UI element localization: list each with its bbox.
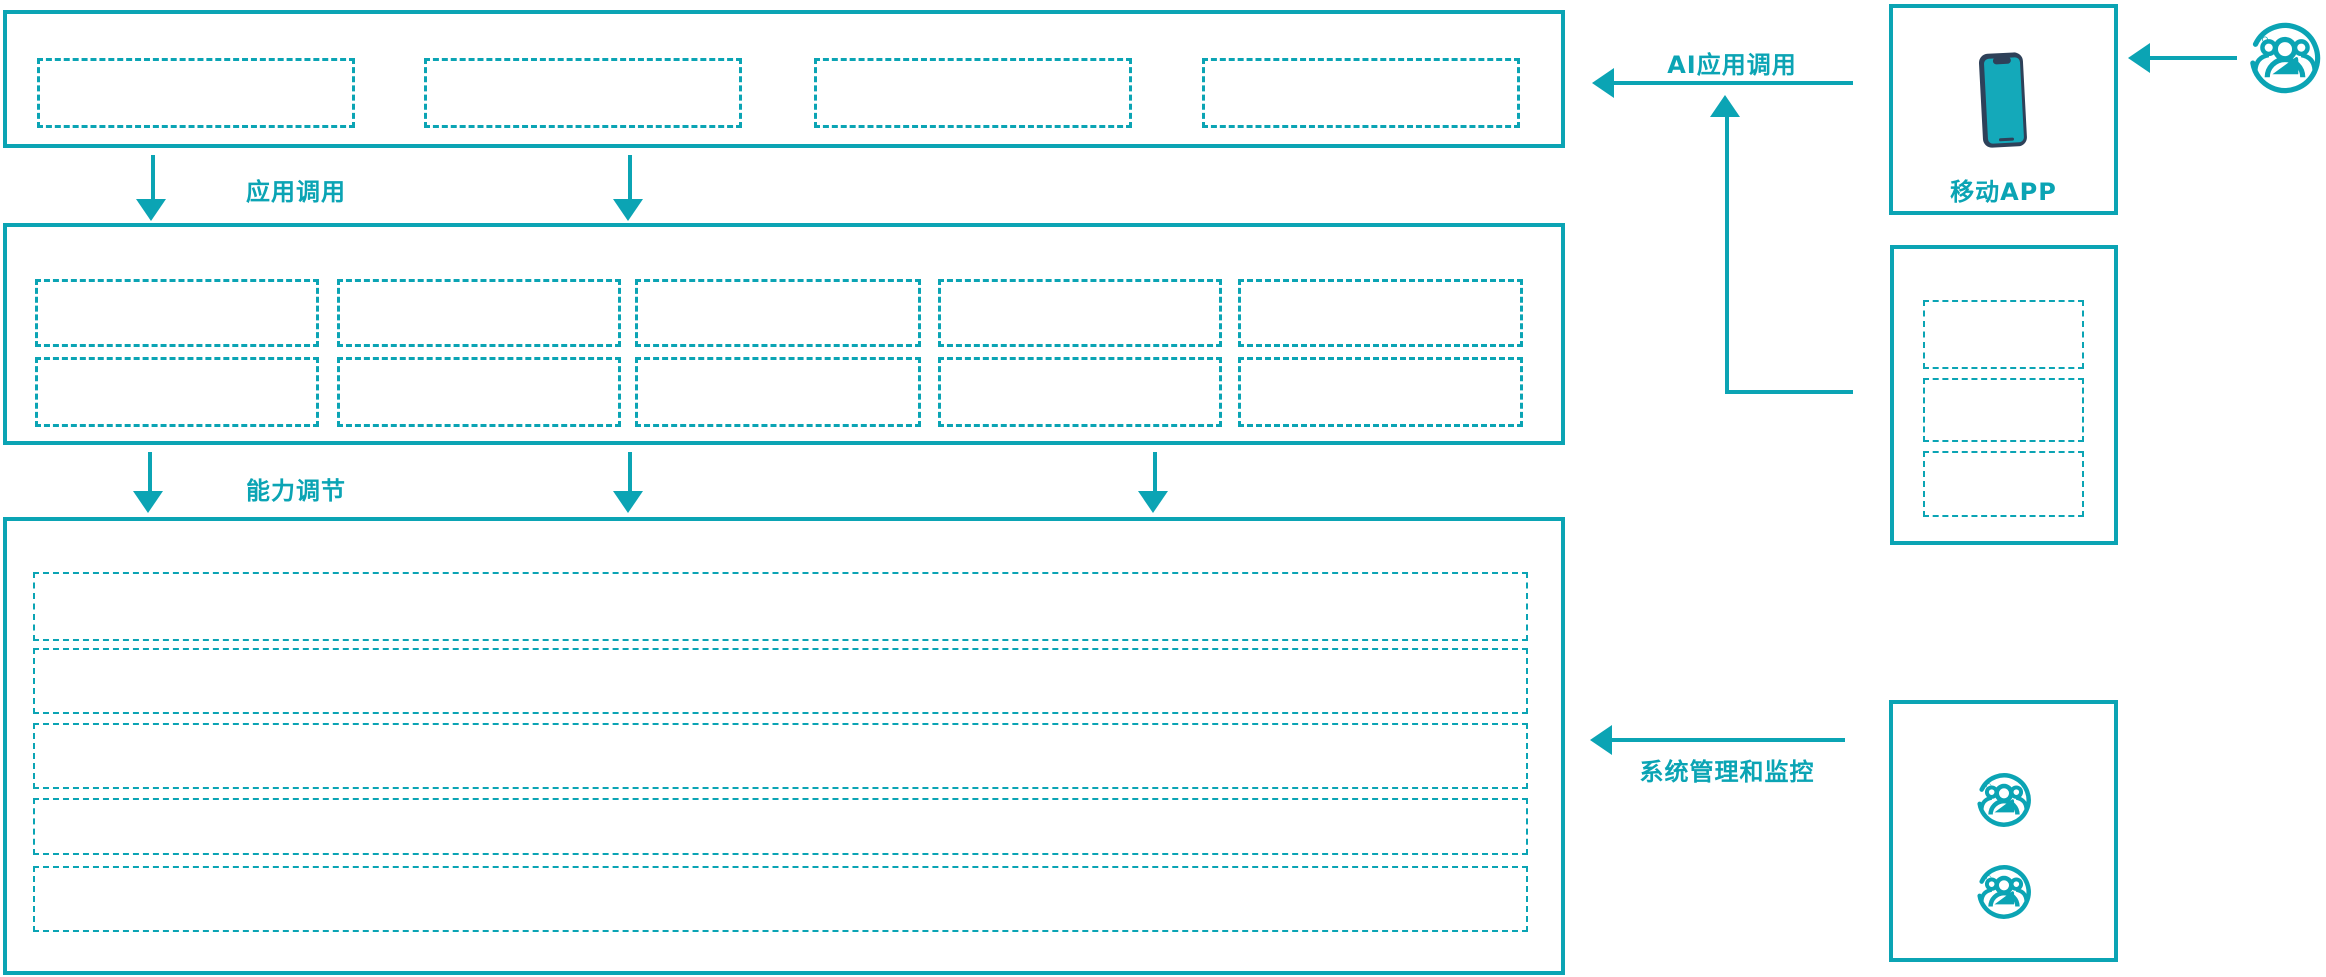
user-group-icon (1976, 864, 2032, 924)
arrow-down-icon (613, 199, 643, 221)
application-slot (424, 58, 742, 128)
arrow-down-icon (136, 199, 166, 221)
capability-slot (337, 279, 621, 347)
capability-slot (1238, 279, 1523, 347)
smartphone-icon (1975, 51, 2032, 152)
user-group-icon (1976, 772, 2032, 832)
platform-row (33, 798, 1528, 855)
ai-app-call-label: AI应用调用 (1667, 51, 1797, 79)
capability-slot (1238, 357, 1523, 427)
arrow-down-icon (133, 491, 163, 513)
arrow-left-icon (1590, 725, 1612, 755)
capability-slot (938, 279, 1222, 347)
capability-slot (337, 357, 621, 427)
backend-slot (1923, 378, 2084, 442)
arrow-down-icon (613, 491, 643, 513)
arrow-left-icon (1592, 68, 1614, 98)
system-monitor-label: 系统管理和监控 (1639, 758, 1815, 786)
platform-row (33, 648, 1528, 714)
user-group-icon (2248, 21, 2322, 99)
capability-slot (938, 357, 1222, 427)
platform-row (33, 866, 1528, 932)
mobile-app-label: 移动APP (1950, 178, 2057, 206)
platform-row (33, 723, 1528, 789)
arrow-left-icon (2128, 43, 2150, 73)
capability-slot (35, 357, 319, 427)
backend-slot (1923, 451, 2084, 517)
capability-adjust-label: 能力调节 (246, 477, 346, 505)
application-slot (1202, 58, 1520, 128)
capability-slot (635, 279, 921, 347)
platform-row (33, 572, 1528, 641)
capability-slot (35, 279, 319, 347)
capability-slot (635, 357, 921, 427)
arrow-down-icon (1138, 491, 1168, 513)
backend-slot (1923, 300, 2084, 369)
app-call-label: 应用调用 (246, 178, 346, 206)
application-slot (37, 58, 355, 128)
arrow-up-icon (1710, 95, 1740, 117)
application-slot (814, 58, 1132, 128)
